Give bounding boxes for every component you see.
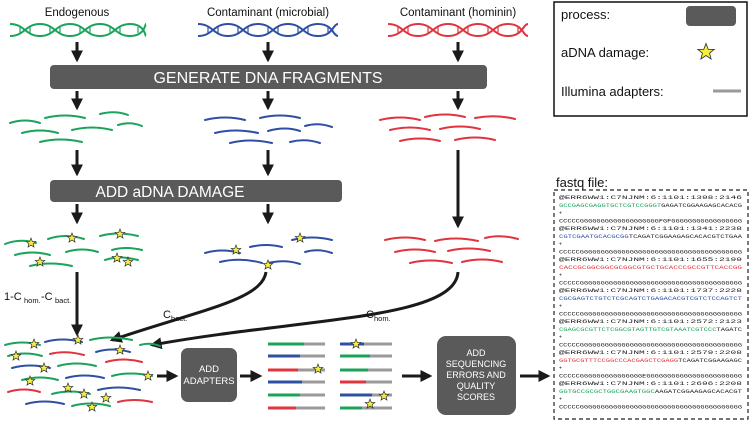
damaged-fragments-endogenous (4, 228, 143, 267)
fragments-microbial (204, 114, 333, 144)
svg-text:hom.: hom. (24, 296, 41, 305)
legend-process-label: process: (561, 7, 610, 22)
fragments-hominin (379, 113, 516, 142)
add-adapters-box (181, 348, 237, 402)
source-label-microbial: Contaminant (microbial) (207, 7, 329, 19)
generate-fragments-box (50, 65, 487, 89)
fastq-line: + (559, 272, 563, 279)
fragments-hominin-2 (384, 235, 519, 264)
seq-errors-label-2: SEQUENCING (446, 359, 507, 369)
add-damage-label: ADD aDNA DAMAGE (95, 184, 244, 201)
fastq-line: @ERR6WW1:C7NJNM:6:1101:1655:2199 (559, 256, 742, 263)
dna-helix-microbial (197, 22, 339, 38)
svg-text:1-C: 1-C (4, 291, 22, 303)
legend: process: aDNA damage: Illumina adapters: (553, 1, 748, 117)
fastq-lines: @ERR6WW1:C7NJNM:6:1101:1398:2146GCCGAGCG… (559, 194, 743, 410)
fastq-line: CCCCCGGGGGGGGGGGGGGGGGGGGGGGGGGGGGGGGGGG… (559, 310, 743, 317)
add-sequencing-errors-box (437, 336, 516, 415)
fastq-line: @ERR6WW1:C7NJNM:6:1101:2572:2123 (559, 318, 742, 325)
arrow-hominin-mix (149, 271, 460, 350)
proportion-microbial: C bact. (163, 309, 187, 323)
fastq-file-box (553, 189, 749, 420)
fragments-endogenous (9, 111, 143, 143)
arrows-to-generate (71, 42, 464, 63)
arrows-to-damage (71, 150, 464, 229)
seq-errors-label-5: SCORES (457, 392, 495, 402)
arrow-microbial-mix (109, 271, 268, 343)
fastq-line: @ERR6WW1:C7NJNM:6:1101:2579:2208 (559, 349, 742, 356)
fastq-line: CCCCCGGGGGGGGGGGGGGGGGGGGGGGGGGGGGGGGGGG… (559, 279, 743, 286)
fastq-line: CCCCCGGGGGGGGGGGGGGGGGGGGGGGGGGGGGGGGGGG… (559, 341, 743, 348)
svg-text:hom.: hom. (374, 314, 391, 323)
arrows-to-fragments (71, 91, 464, 111)
fastq-line: @ERR6WW1:C7NJNM:6:1101:1341:2238 (559, 225, 742, 232)
seq-errors-label-1: ADD (466, 348, 486, 358)
fastq-line: + (559, 334, 563, 341)
fastq-line: CCCCCGGGGGGGGGGGGGGGGGGGGGGGGGGGGGGGGGGG… (559, 403, 743, 410)
fastq-line: CGCGAGTCTGTCTCGCAGTCTGAGACACGTCGTCTCCAGT… (559, 295, 743, 302)
svg-text:-C: -C (41, 291, 53, 303)
fastq-line: + (559, 396, 563, 403)
fastq-line: + (559, 241, 563, 248)
fastq-line: CCCCCGGGGGGGGGGGGGGGGGGGFGFGGGGGGGGGGGGG… (559, 217, 743, 224)
fastq-line: @ERR6WW1:C7NJNM:6:1101:1398:2146 (559, 194, 742, 201)
svg-text:C: C (163, 309, 171, 321)
add-adapters-label-2: ADAPTERS (183, 376, 234, 387)
arrows-to-damaged (71, 204, 274, 225)
proportion-hominin: C hom. (366, 309, 391, 323)
fastq-line: @ERR6WW1:C7NJNM:6:1101:2696:2208 (559, 380, 742, 387)
source-label-hominin: Contaminant (hominin) (400, 7, 517, 19)
seq-errors-label-3: ERRORS AND (446, 370, 506, 380)
dna-helix-hominin (387, 22, 529, 38)
svg-text:bact.: bact. (171, 314, 187, 323)
fastq-line: CCCCCGGGGGGGGGGGGGGGGGGGGGGGGGGGGGGGGGGG… (559, 248, 743, 255)
fastq-line: @ERR6WW1:C7NJNM:6:1101:1737:2228 (559, 287, 742, 294)
legend-damage-label: aDNA damage: (561, 45, 649, 60)
fastq-title: fastq file: (556, 175, 608, 190)
add-damage-box (50, 180, 342, 202)
source-label-endogenous: Endogenous (45, 7, 110, 19)
fastq-line: CACCGCGGCGGCGCGGCGTGCTGCACCCGCCGTTCACCGG (559, 264, 743, 271)
legend-star-icon (696, 42, 716, 60)
fastq-line: + (559, 210, 563, 217)
svg-text:C: C (366, 309, 374, 321)
svg-text:bact.: bact. (55, 296, 71, 305)
fastq-line: + (559, 303, 563, 310)
damaged-fragments-microbial (204, 232, 333, 270)
add-adapters-label-1: ADD (199, 364, 219, 375)
generate-fragments-label: GENERATE DNA FRAGMENTS (153, 70, 382, 87)
proportion-endogenous: 1-C hom. -C bact. (4, 291, 71, 305)
legend-process-swatch (686, 6, 736, 26)
seq-errors-label-4: QUALITY (457, 381, 496, 391)
legend-adapters-label: Illumina adapters: (561, 84, 664, 99)
fastq-line: CCCCCGGGGGGGGGGGGGGGEGGGGGGGGGGGGGGGGGGG… (559, 372, 743, 379)
fastq-line: + (559, 365, 563, 372)
reads-with-adapters (268, 342, 392, 410)
dna-helix-endogenous (9, 22, 147, 38)
mixed-fragment-pool (4, 334, 161, 412)
